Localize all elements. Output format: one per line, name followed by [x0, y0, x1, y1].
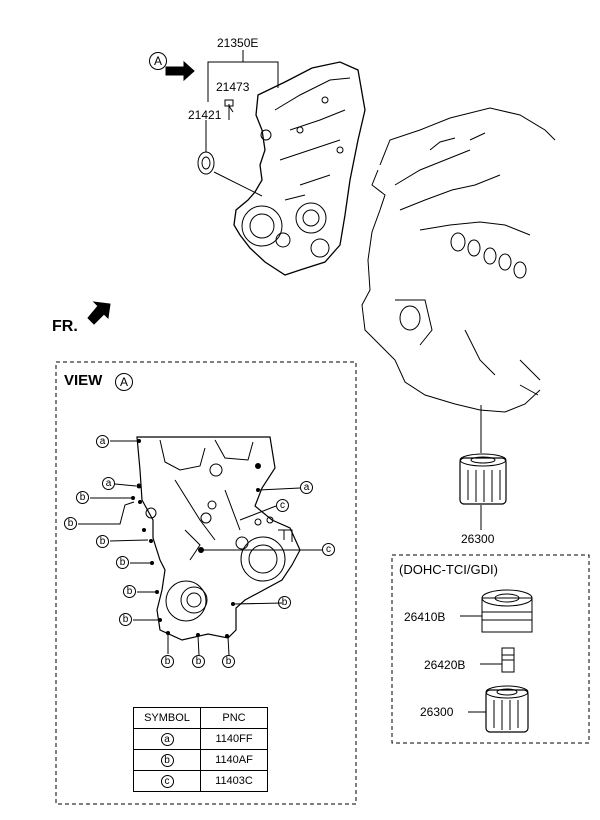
callout-c: c [322, 543, 335, 556]
view-title-circle: A [115, 373, 133, 391]
callout-b: b [96, 535, 109, 548]
callout-b: b [192, 655, 205, 668]
callout-b: b [76, 491, 89, 504]
part-label-bolt: 21473 [216, 80, 250, 94]
table-header-pnc: PNC [200, 707, 268, 729]
callout-b: b [222, 655, 235, 668]
table-symbol: a [160, 732, 174, 746]
callout-b: b [123, 585, 136, 598]
callout-a: a [96, 435, 109, 448]
table-pnc: 1140AF [200, 749, 268, 771]
table-pnc: 1140FF [200, 728, 268, 750]
callout-c: c [276, 499, 289, 512]
callout-b: b [64, 517, 77, 530]
callout-a: a [102, 477, 115, 490]
part-label-seal: 21421 [188, 108, 222, 122]
callout-b: b [116, 556, 129, 569]
table-symbol: c [160, 774, 174, 788]
part-label-cover: 21350E [217, 36, 259, 50]
table-row: a 1140FF [133, 728, 268, 750]
callout-b: b [278, 596, 291, 609]
table-header-symbol: SYMBOL [133, 707, 201, 729]
callout-b: b [119, 613, 132, 626]
table-pnc: 11403C [200, 770, 268, 792]
table-row: b 1140AF [133, 749, 268, 771]
callout-a: a [300, 481, 313, 494]
variant-title: (DOHC-TCI/GDI) [399, 562, 498, 577]
part-label-oil-cooler: 26410B [404, 610, 446, 624]
callout-b: b [161, 655, 174, 668]
table-symbol: b [160, 753, 174, 767]
part-label-oil-filter: 26300 [461, 532, 495, 546]
part-label-nipple: 26420B [424, 658, 466, 672]
table-header-row: SYMBOL PNC [133, 707, 268, 729]
table-row: c 11403C [133, 770, 268, 792]
symbol-pnc-table: SYMBOL PNC a 1140FF b 1140AF c 11403C [133, 707, 268, 792]
front-indicator-label: FR. [52, 318, 78, 335]
part-label-oil-filter-variant: 26300 [420, 705, 454, 719]
view-title: VIEW [64, 372, 103, 389]
view-a-reference-circle: A [149, 52, 167, 70]
